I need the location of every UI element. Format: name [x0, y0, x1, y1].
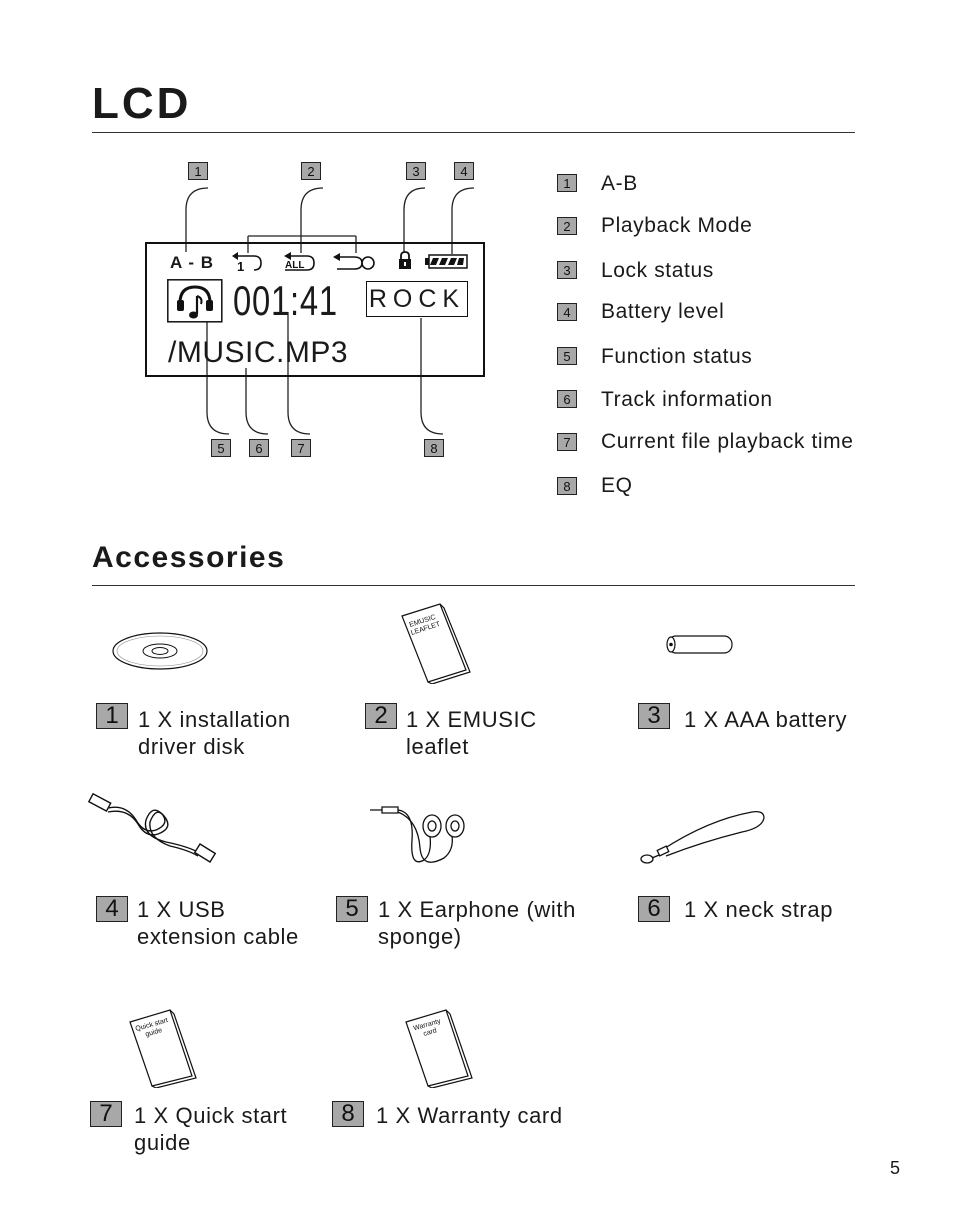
page-number: 5	[889, 1158, 900, 1178]
aaa-battery-icon	[666, 635, 733, 654]
warranty-card-icon: Warranty card	[405, 1009, 473, 1088]
legend-label: Playback Mode	[601, 214, 753, 237]
quick-start-guide-icon: Quick start guide	[129, 1009, 197, 1088]
legend-badge: 8	[557, 477, 577, 495]
callout-badge: 8	[424, 439, 444, 457]
accessory-badge: 7	[90, 1101, 122, 1127]
legend-badge: 6	[557, 390, 577, 408]
accessory-label: 1 X Warranty card	[376, 1103, 563, 1128]
lcd-filename: /MUSIC.MP3	[168, 336, 349, 369]
accessory-badge: 3	[638, 703, 670, 729]
callout-badge: 3	[406, 162, 426, 180]
warranty-art-text: card	[423, 1027, 438, 1038]
lcd-ab-indicator: A - B	[170, 253, 215, 272]
callout-badge: 2	[301, 162, 321, 180]
legend-label: Track information	[601, 388, 773, 411]
normal-play-icon	[333, 253, 375, 270]
lcd-eq-box: ROCK	[366, 281, 468, 317]
section-title-accessories: Accessories	[92, 541, 286, 574]
legend-badge: 3	[557, 261, 577, 279]
legend-badge: 4	[557, 303, 577, 321]
accessory-badge: 6	[638, 896, 670, 922]
leaflet-icon: EMUSIC LEAFLET	[401, 603, 471, 684]
callout-badge: 1	[188, 162, 208, 180]
accessory-label: 1 X neck strap	[684, 897, 834, 922]
legend-label: Lock status	[601, 259, 714, 282]
legend-badge: 7	[557, 433, 577, 451]
accessory-label: 1 X AAA battery	[684, 707, 848, 732]
guide-art-text: guide	[145, 1027, 163, 1038]
title-rule	[92, 132, 855, 133]
usb-cable-icon	[87, 792, 217, 863]
repeat-all-text: ALL	[285, 260, 304, 271]
lcd-callout-lines	[185, 187, 475, 435]
repeat-all-icon: ALL	[284, 252, 315, 271]
legend-label: Function status	[601, 345, 753, 368]
accessory-badge: 1	[96, 703, 128, 729]
lcd-playback-time: 001:41	[233, 277, 338, 324]
callout-badge: 4	[454, 162, 474, 180]
accessory-badge: 8	[332, 1101, 364, 1127]
legend-badge: 2	[557, 217, 577, 235]
battery-icon	[425, 254, 468, 269]
accessory-badge: 5	[336, 896, 368, 922]
neck-strap-icon	[640, 810, 765, 864]
headphone-icon	[167, 279, 223, 323]
earphone-icon	[370, 806, 465, 863]
callout-badge: 5	[211, 439, 231, 457]
legend-label: A-B	[601, 172, 638, 195]
disk-icon	[112, 632, 208, 670]
lcd-screen	[145, 242, 485, 377]
legend-label: Battery level	[601, 300, 725, 323]
title-rule	[92, 585, 855, 586]
repeat-one-digit: 1	[237, 259, 244, 274]
accessory-badge: 2	[365, 703, 397, 729]
section-title-lcd: LCD	[92, 79, 192, 128]
callout-badge: 7	[291, 439, 311, 457]
legend-label: EQ	[601, 474, 633, 497]
lock-icon	[399, 251, 411, 269]
accessory-badge: 4	[96, 896, 128, 922]
legend-badge: 1	[557, 174, 577, 192]
callout-badge: 6	[249, 439, 269, 457]
legend-badge: 5	[557, 347, 577, 365]
repeat-one-icon: 1	[232, 252, 262, 274]
legend-label: Current file playback time	[601, 430, 854, 453]
